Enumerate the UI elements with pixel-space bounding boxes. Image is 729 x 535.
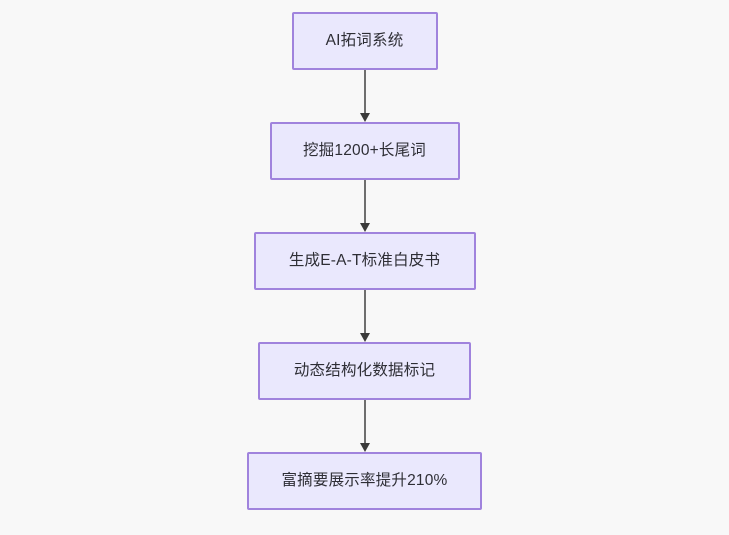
flowchart-node-column: AI拓词系统 挖掘1200+长尾词 生成E-A-T标准白皮书 动态结构化数据标记 xyxy=(0,12,729,510)
flowchart-node-dynamic-structured-data-markup[interactable]: 动态结构化数据标记 xyxy=(258,342,471,400)
flowchart-edge-3-to-4 xyxy=(359,290,371,342)
flowchart-edge-4-to-5 xyxy=(359,400,371,452)
flowchart-node-label: AI拓词系统 xyxy=(325,32,404,50)
edge-line xyxy=(363,400,366,444)
flowchart-node-ai-keyword-system[interactable]: AI拓词系统 xyxy=(291,12,438,70)
arrow-down-icon xyxy=(359,223,370,232)
flowchart-node-label: 富摘要展示率提升210% xyxy=(281,472,448,490)
arrow-down-icon xyxy=(359,443,370,452)
edge-line xyxy=(363,180,366,224)
flowchart-node-label: 动态结构化数据标记 xyxy=(293,362,436,380)
flowchart-node-label: 挖掘1200+长尾词 xyxy=(302,142,427,160)
flowchart-node-rich-snippet-impression-lift[interactable]: 富摘要展示率提升210% xyxy=(247,452,482,510)
edge-line xyxy=(363,70,366,114)
flowchart-node-mine-longtail-keywords[interactable]: 挖掘1200+长尾词 xyxy=(269,122,460,180)
edge-line xyxy=(363,290,366,334)
flowchart-node-generate-eat-whitepaper[interactable]: 生成E-A-T标准白皮书 xyxy=(253,232,476,290)
arrow-down-icon xyxy=(359,113,370,122)
flowchart-edge-1-to-2 xyxy=(359,70,371,122)
arrow-down-icon xyxy=(359,333,370,342)
flowchart-edge-2-to-3 xyxy=(359,180,371,232)
flowchart-node-label: 生成E-A-T标准白皮书 xyxy=(288,252,441,270)
